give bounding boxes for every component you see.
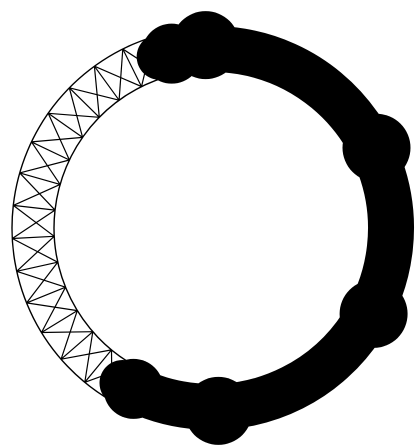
mesh-diagonal-strut	[13, 205, 54, 236]
mesh-diagonal-strut	[94, 66, 99, 117]
mesh-diagonal-strut	[17, 236, 55, 271]
mesh-diagonal-strut	[32, 137, 83, 142]
mesh-diagonal-strut	[13, 184, 60, 205]
end-cap	[104, 359, 164, 419]
mesh-diagonal-strut	[12, 210, 55, 238]
mesh-diagonal-strut	[119, 49, 123, 100]
mesh-diagonal-strut	[48, 113, 99, 117]
mesh-diagonal-strut	[61, 350, 111, 359]
joint-blob	[340, 280, 408, 348]
mesh-diagonal-strut	[27, 303, 78, 311]
joint-blob	[343, 114, 411, 182]
solid-band	[123, 49, 392, 407]
end-cap	[142, 24, 202, 84]
mesh-diagonal-strut	[12, 239, 57, 263]
mesh-arc	[12, 37, 166, 402]
solid-arc	[123, 49, 392, 407]
mesh-radial-strut	[12, 236, 54, 238]
mesh-inner-edge	[54, 77, 166, 365]
joint-blob	[184, 377, 252, 445]
mesh-diagonal-strut	[42, 332, 93, 333]
